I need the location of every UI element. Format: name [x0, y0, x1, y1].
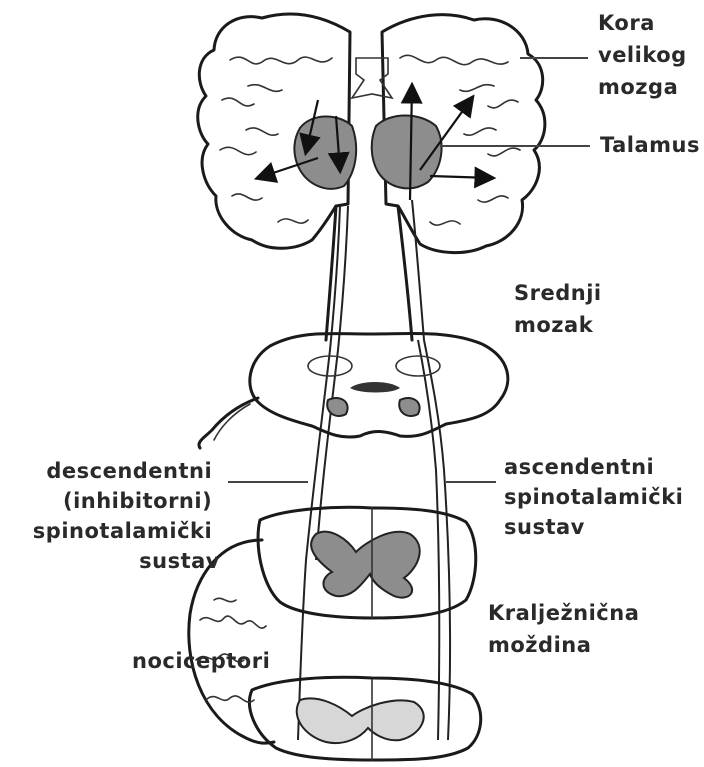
label-cortex: Kora velikog mozga: [598, 11, 695, 99]
label-spinal-cord: Kralježnična moždina: [488, 601, 647, 657]
cranial-nerve: [199, 398, 258, 448]
label-nociceptors: nociceptori: [132, 649, 270, 673]
gray-matter-upper: [311, 532, 420, 598]
midbrain-section: [199, 333, 508, 448]
ventricle: [352, 58, 392, 98]
pathways: [258, 86, 492, 740]
spinal-cord-lower: [249, 677, 480, 760]
gray-matter-lower: [297, 698, 424, 743]
brain-section: [198, 14, 545, 340]
label-ascending: ascendentni spinotalamički sustav: [504, 455, 691, 539]
midbrain-gray-left: [327, 398, 347, 416]
spinal-cord-upper: [258, 507, 476, 618]
arrow-right: [430, 176, 492, 178]
label-midbrain: Srednji mozak: [514, 281, 609, 337]
ascending-tract: [412, 200, 450, 740]
label-descending: descendentni (inhibitorni) spinotalamičk…: [33, 459, 220, 573]
midbrain-gray-right: [399, 398, 419, 416]
descending-tract: [298, 206, 340, 740]
midbrain-nucleus-right: [396, 356, 440, 376]
midbrain-nucleus-left: [308, 356, 352, 376]
thalamus-right: [372, 116, 442, 189]
thalamus-left: [294, 117, 356, 189]
label-thalamus: Talamus: [600, 133, 700, 157]
brainstem-left: [326, 206, 336, 340]
aqueduct: [350, 382, 400, 393]
